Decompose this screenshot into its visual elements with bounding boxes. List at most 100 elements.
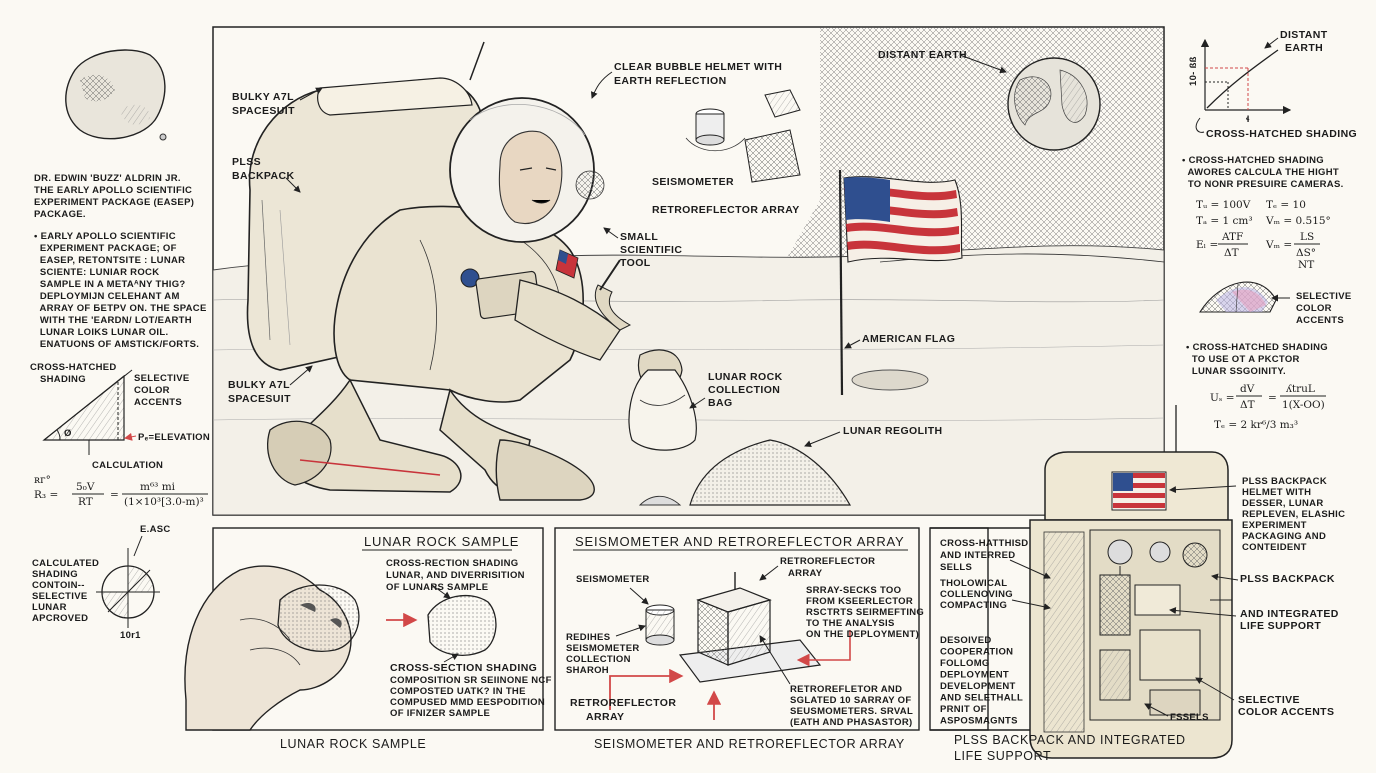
- circle-left-line: APCROVED: [32, 613, 88, 624]
- main-scene: BULKY A7L SPACESUIT PLSS BACKPACK BULKY …: [212, 26, 1165, 516]
- plss-caption-2: LIFE SUPPORT: [954, 749, 1051, 763]
- selective-dome: SELECTIVE COLOR ACCENTS: [1199, 281, 1352, 326]
- right-block2-line: LUNAR SSGOINITY.: [1186, 366, 1286, 377]
- left-body-line: EASEP, RETONTSITE : LUNAR: [34, 255, 185, 266]
- circle-left-line: SHADING: [32, 569, 78, 580]
- plss-right1-line: HELMET WITH: [1242, 487, 1311, 498]
- eq-lhs: R₃ =: [34, 489, 58, 501]
- seismo-bottom-line: (EATH AND PHASASTOR): [790, 717, 912, 728]
- label-tool-1: SMALL: [620, 231, 658, 243]
- rock-desc-line: LUNAR, AND DIVERRISITION: [386, 570, 525, 581]
- seismometer-cylinder: [645, 604, 675, 646]
- seismo-right-line: TO THE ANALYSIS: [806, 618, 895, 629]
- seismo-left-line: SHAROH: [566, 665, 609, 676]
- eqf1-den2: ΔS°: [1296, 247, 1316, 259]
- distant-earth: [1007, 57, 1101, 151]
- eq1-left-0: Tᵤ = 100V: [1196, 199, 1251, 211]
- seismo-caption: SEISMOMETER AND RETROREFLECTOR ARRAY: [594, 737, 905, 751]
- plss-note3-line: PRNIT OF: [940, 704, 987, 715]
- left-body-line: SCIENTE: LUNIAR ROCK: [34, 267, 159, 278]
- elevation-label: Pₑ=ELEVATION: [138, 432, 210, 443]
- right-block1-line: • CROSS-HATCHED SHADING: [1182, 155, 1324, 166]
- left-equation: ʀᴦ° R₃ = 5₀V RT = m⁶³ mi (1×10³[3.0-m)³: [34, 474, 208, 508]
- plss-note3-line: DEPLOYMENT: [940, 670, 1009, 681]
- eqf2-rden: 1(X-OO): [1282, 399, 1325, 411]
- right-selective-1: SELECTIVE: [1296, 291, 1352, 302]
- graph-title-2: EARTH: [1285, 42, 1323, 54]
- label-helmet-2: EARTH REFLECTION: [614, 75, 727, 87]
- eqf2-eq: =: [1268, 392, 1277, 404]
- main-labels: BULKY A7L SPACESUIT PLSS BACKPACK BULKY …: [228, 49, 1007, 448]
- seismo-bottom-line: SEUSMOMETERS. SRVAL: [790, 706, 913, 717]
- eq-last: Tₑ = 2 kr⁶/3 m₃³: [1214, 419, 1298, 431]
- earth-graph: 10- ßß ɬ DISTANT EARTH CROSS-HATCHED SHA…: [1188, 29, 1357, 140]
- eq-num: 5₀V: [76, 481, 95, 493]
- rock-caption: LUNAR ROCK SAMPLE: [280, 737, 426, 751]
- left-body-line: DEPLOYMIJN CELEHANT AM: [34, 291, 180, 302]
- selective-label-2: COLOR: [134, 385, 170, 396]
- rock-sub-title: CROSS-SECTION SHADING: [390, 662, 537, 674]
- right-equations1: Tᵤ = 100V Tₑ = 10 Tₐ = 1 cm³ Vₘ = 0.515°…: [1196, 199, 1331, 271]
- eqf1-den: ΔT: [1224, 247, 1239, 259]
- retroreflector-cube: [696, 572, 772, 666]
- seismo-right-line: RSCTRTS SEIRMEFTING: [806, 607, 924, 618]
- panel-seismometer: SEISMOMETER AND RETROREFLECTOR ARRAY RET…: [554, 527, 924, 751]
- label-tool-3: TOOL: [620, 257, 651, 269]
- eq-den: RT: [78, 496, 93, 508]
- angle-label: Ø: [64, 428, 72, 439]
- plss-note2-line: COMPACTING: [940, 600, 1007, 611]
- calculation-label: CALCULATION: [92, 460, 163, 471]
- plss-right1-line: PLSS BACKPACK: [1242, 476, 1327, 487]
- crater: [851, 369, 929, 391]
- eqf2-rnum: ʎtruL: [1285, 383, 1315, 395]
- label-pack-1: PLSS: [232, 156, 261, 168]
- left-notes: DR. EDWIN 'BUZZ' ALDRIN JR.THE EARLY APO…: [30, 49, 210, 641]
- eq1-right-1: Vₘ = 0.515°: [1265, 215, 1331, 227]
- left-body-line: ENATUONS OF AMSTICK/FORTS.: [34, 339, 199, 350]
- right-selective-3: ACCENTS: [1296, 315, 1344, 326]
- seismo-bottom-line: RETROREFLETOR AND: [790, 684, 902, 695]
- seismo-right-line: FROM KSEERLECTOR: [806, 596, 913, 607]
- plss-right1-line: CONTEIDENT: [1242, 542, 1307, 553]
- eq1-left-1: Tₐ = 1 cm³: [1196, 215, 1253, 227]
- right-block1: • CROSS-HATCHED SHADING AWORES CALCULA T…: [1182, 155, 1343, 190]
- eqf1-den2b: NT: [1298, 259, 1314, 271]
- rock-sub-line: COMPOSITION SR SEIINONE NCF: [390, 675, 552, 686]
- graph-title-1: DISTANT: [1280, 29, 1328, 41]
- left-body-line: ARRAY OF ƂETPV ON. THE SPACE: [34, 303, 207, 314]
- eqf1-num2: LS: [1300, 231, 1314, 243]
- seismo-retro-bottom-1: RETROREFLECTOR: [570, 697, 676, 709]
- left-body-line: LUNAR LOIKS LUNAR OIL.: [34, 327, 168, 338]
- plss-note3-line: DESOIVED: [940, 635, 992, 646]
- label-bag-1: LUNAR ROCK: [708, 371, 783, 383]
- rock-sketch: [65, 49, 166, 140]
- left-header: DR. EDWIN 'BUZZ' ALDRIN JR.THE EARLY APO…: [34, 173, 194, 220]
- eqf1-num: ATF: [1221, 231, 1243, 243]
- plss-right1-line: EXPERIMENT: [1242, 520, 1307, 531]
- plss-note3: DESOIVEDCOOPERATIONFOLLOMGDEPLOYMENTDEVE…: [940, 635, 1023, 727]
- left-header-line: DR. EDWIN 'BUZZ' ALDRIN JR.: [34, 173, 181, 184]
- plss-note3-line: AND SELETHALL: [940, 693, 1023, 704]
- plss-right4-line: SELECTIVE: [1238, 694, 1300, 706]
- eqf2-lhs: Uₛ =: [1210, 392, 1235, 404]
- eqf1-lhs2: Vₘ =: [1265, 239, 1292, 251]
- left-body-line: WITH THE 'EARDN/ LOT/EARTH: [34, 315, 192, 326]
- elevation-diagram: Ø CROSS-HATCHED SHADING SELECTIVE COLOR …: [30, 362, 210, 471]
- label-distant-earth: DISTANT EARTH: [878, 49, 967, 61]
- label-bag-2: COLLECTION: [708, 384, 780, 396]
- american-flag: [838, 169, 963, 396]
- circle-left-labels: CALCULATEDSHADINGCONTOIN--SELECTIVELUNAR…: [32, 558, 99, 624]
- plss-right1-line: PACKAGING AND: [1242, 531, 1326, 542]
- plss-right4-line: COLOR ACCENTS: [1238, 706, 1334, 718]
- seismo-left-line: COLLECTION: [566, 654, 631, 665]
- eq1-right-0: Tₑ = 10: [1266, 199, 1306, 211]
- plss-note2-line: COLLENOVING: [940, 589, 1013, 600]
